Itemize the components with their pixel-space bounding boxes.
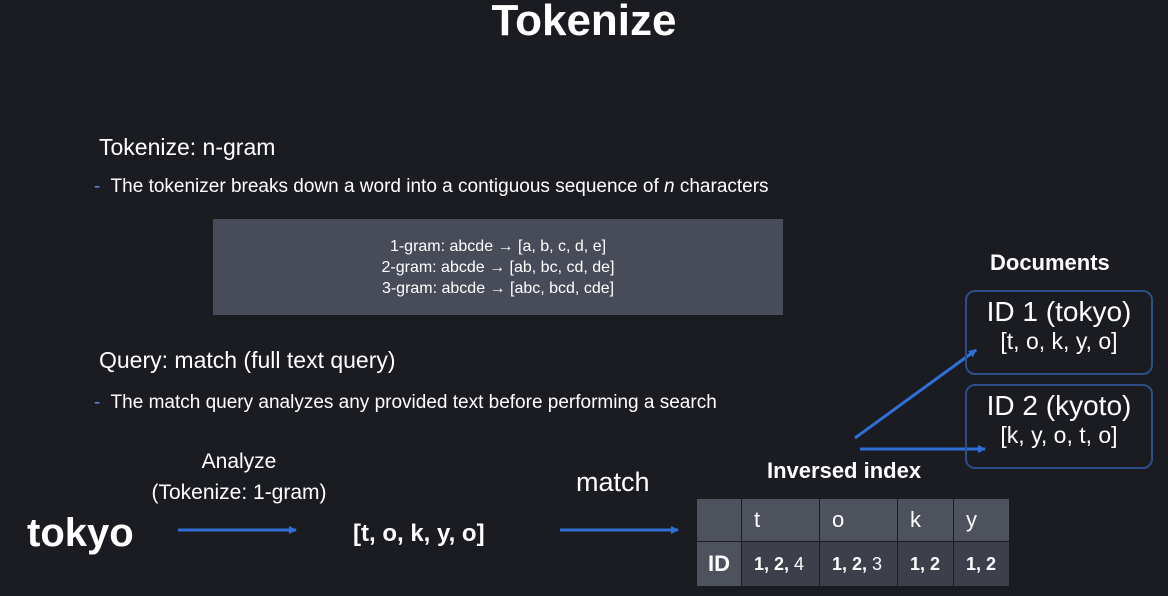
bullet-dash-icon: - — [94, 392, 101, 413]
analyze-line: (Tokenize: 1-gram) — [151, 481, 327, 504]
section-heading-tokenize: Tokenize: n-gram — [99, 134, 276, 160]
section-heading-query: Query: match (full text query) — [99, 347, 396, 373]
bullet-text: The match query analyzes any provided te… — [110, 392, 717, 413]
id-list-cell: 1, 2 — [897, 541, 954, 587]
input-word: tokyo — [27, 511, 134, 555]
token-header: t — [741, 499, 820, 542]
token-header: k — [897, 499, 954, 542]
ngram-example: 1-gram: abcde → [a, b, c, d, e] — [389, 237, 607, 255]
bullet-text-italic: n — [664, 176, 675, 197]
document-id: ID 2 (kyoto) — [986, 390, 1132, 421]
id-list-bold: 1, 2, — [754, 553, 790, 574]
document-tokens: [k, y, o, t, o] — [1000, 422, 1118, 448]
ngram-example: 2-gram: abcde → [ab, bc, cd, de] — [381, 258, 615, 276]
document-card: ID 1 (tokyo) [t, o, k, y, o] — [965, 290, 1153, 375]
slide-title: Tokenize — [491, 0, 677, 45]
analyze-line: Analyze — [201, 450, 277, 473]
arrow-doc1-icon — [854, 348, 977, 440]
id-list-rest: 4 — [789, 553, 805, 574]
id-list-cell: 1, 2 — [953, 541, 1010, 587]
id-list-bold: 1, 2, — [832, 553, 868, 574]
bullet-dash-icon: - — [94, 176, 101, 197]
bullet-match-query: - The match query analyzes any provided … — [94, 392, 717, 414]
analyze-label: Analyze (Tokenize: 1-gram) — [128, 446, 350, 508]
token-header: o — [819, 499, 898, 542]
id-list-bold: 1, 2 — [966, 553, 997, 574]
match-label: match — [576, 467, 650, 497]
table-row: ID 1, 2, 4 1, 2, 3 1, 2 1, 2 — [697, 541, 1010, 587]
ngram-example: 3-gram: abcde → [abc, bcd, cde] — [381, 279, 615, 297]
bullet-text-suffix: characters — [674, 176, 769, 197]
id-list-bold: 1, 2 — [910, 553, 941, 574]
table-corner-cell — [697, 499, 742, 542]
inverted-index-title: Inversed index — [767, 458, 922, 483]
id-list-cell: 1, 2, 4 — [741, 541, 820, 587]
id-list-rest: 3 — [867, 553, 883, 574]
token-list: [t, o, k, y, o] — [353, 520, 485, 547]
row-label: ID — [697, 541, 742, 587]
bullet-text-prefix: The tokenizer breaks down a word into a … — [110, 176, 664, 197]
token-header: y — [953, 499, 1010, 542]
bullet-tokenizer: - The tokenizer breaks down a word into … — [94, 176, 769, 198]
inverted-index-table: t o k y ID 1, 2, 4 1, 2, 3 1, 2 1, 2 — [697, 499, 1010, 587]
document-card: ID 2 (kyoto) [k, y, o, t, o] — [965, 384, 1153, 469]
documents-title: Documents — [990, 250, 1110, 275]
document-tokens: [t, o, k, y, o] — [1000, 328, 1118, 354]
table-header-row: t o k y — [697, 499, 1010, 542]
ngram-examples-box: 1-gram: abcde → [a, b, c, d, e] 2-gram: … — [213, 219, 783, 315]
id-list-cell: 1, 2, 3 — [819, 541, 898, 587]
document-id: ID 1 (tokyo) — [986, 296, 1132, 327]
